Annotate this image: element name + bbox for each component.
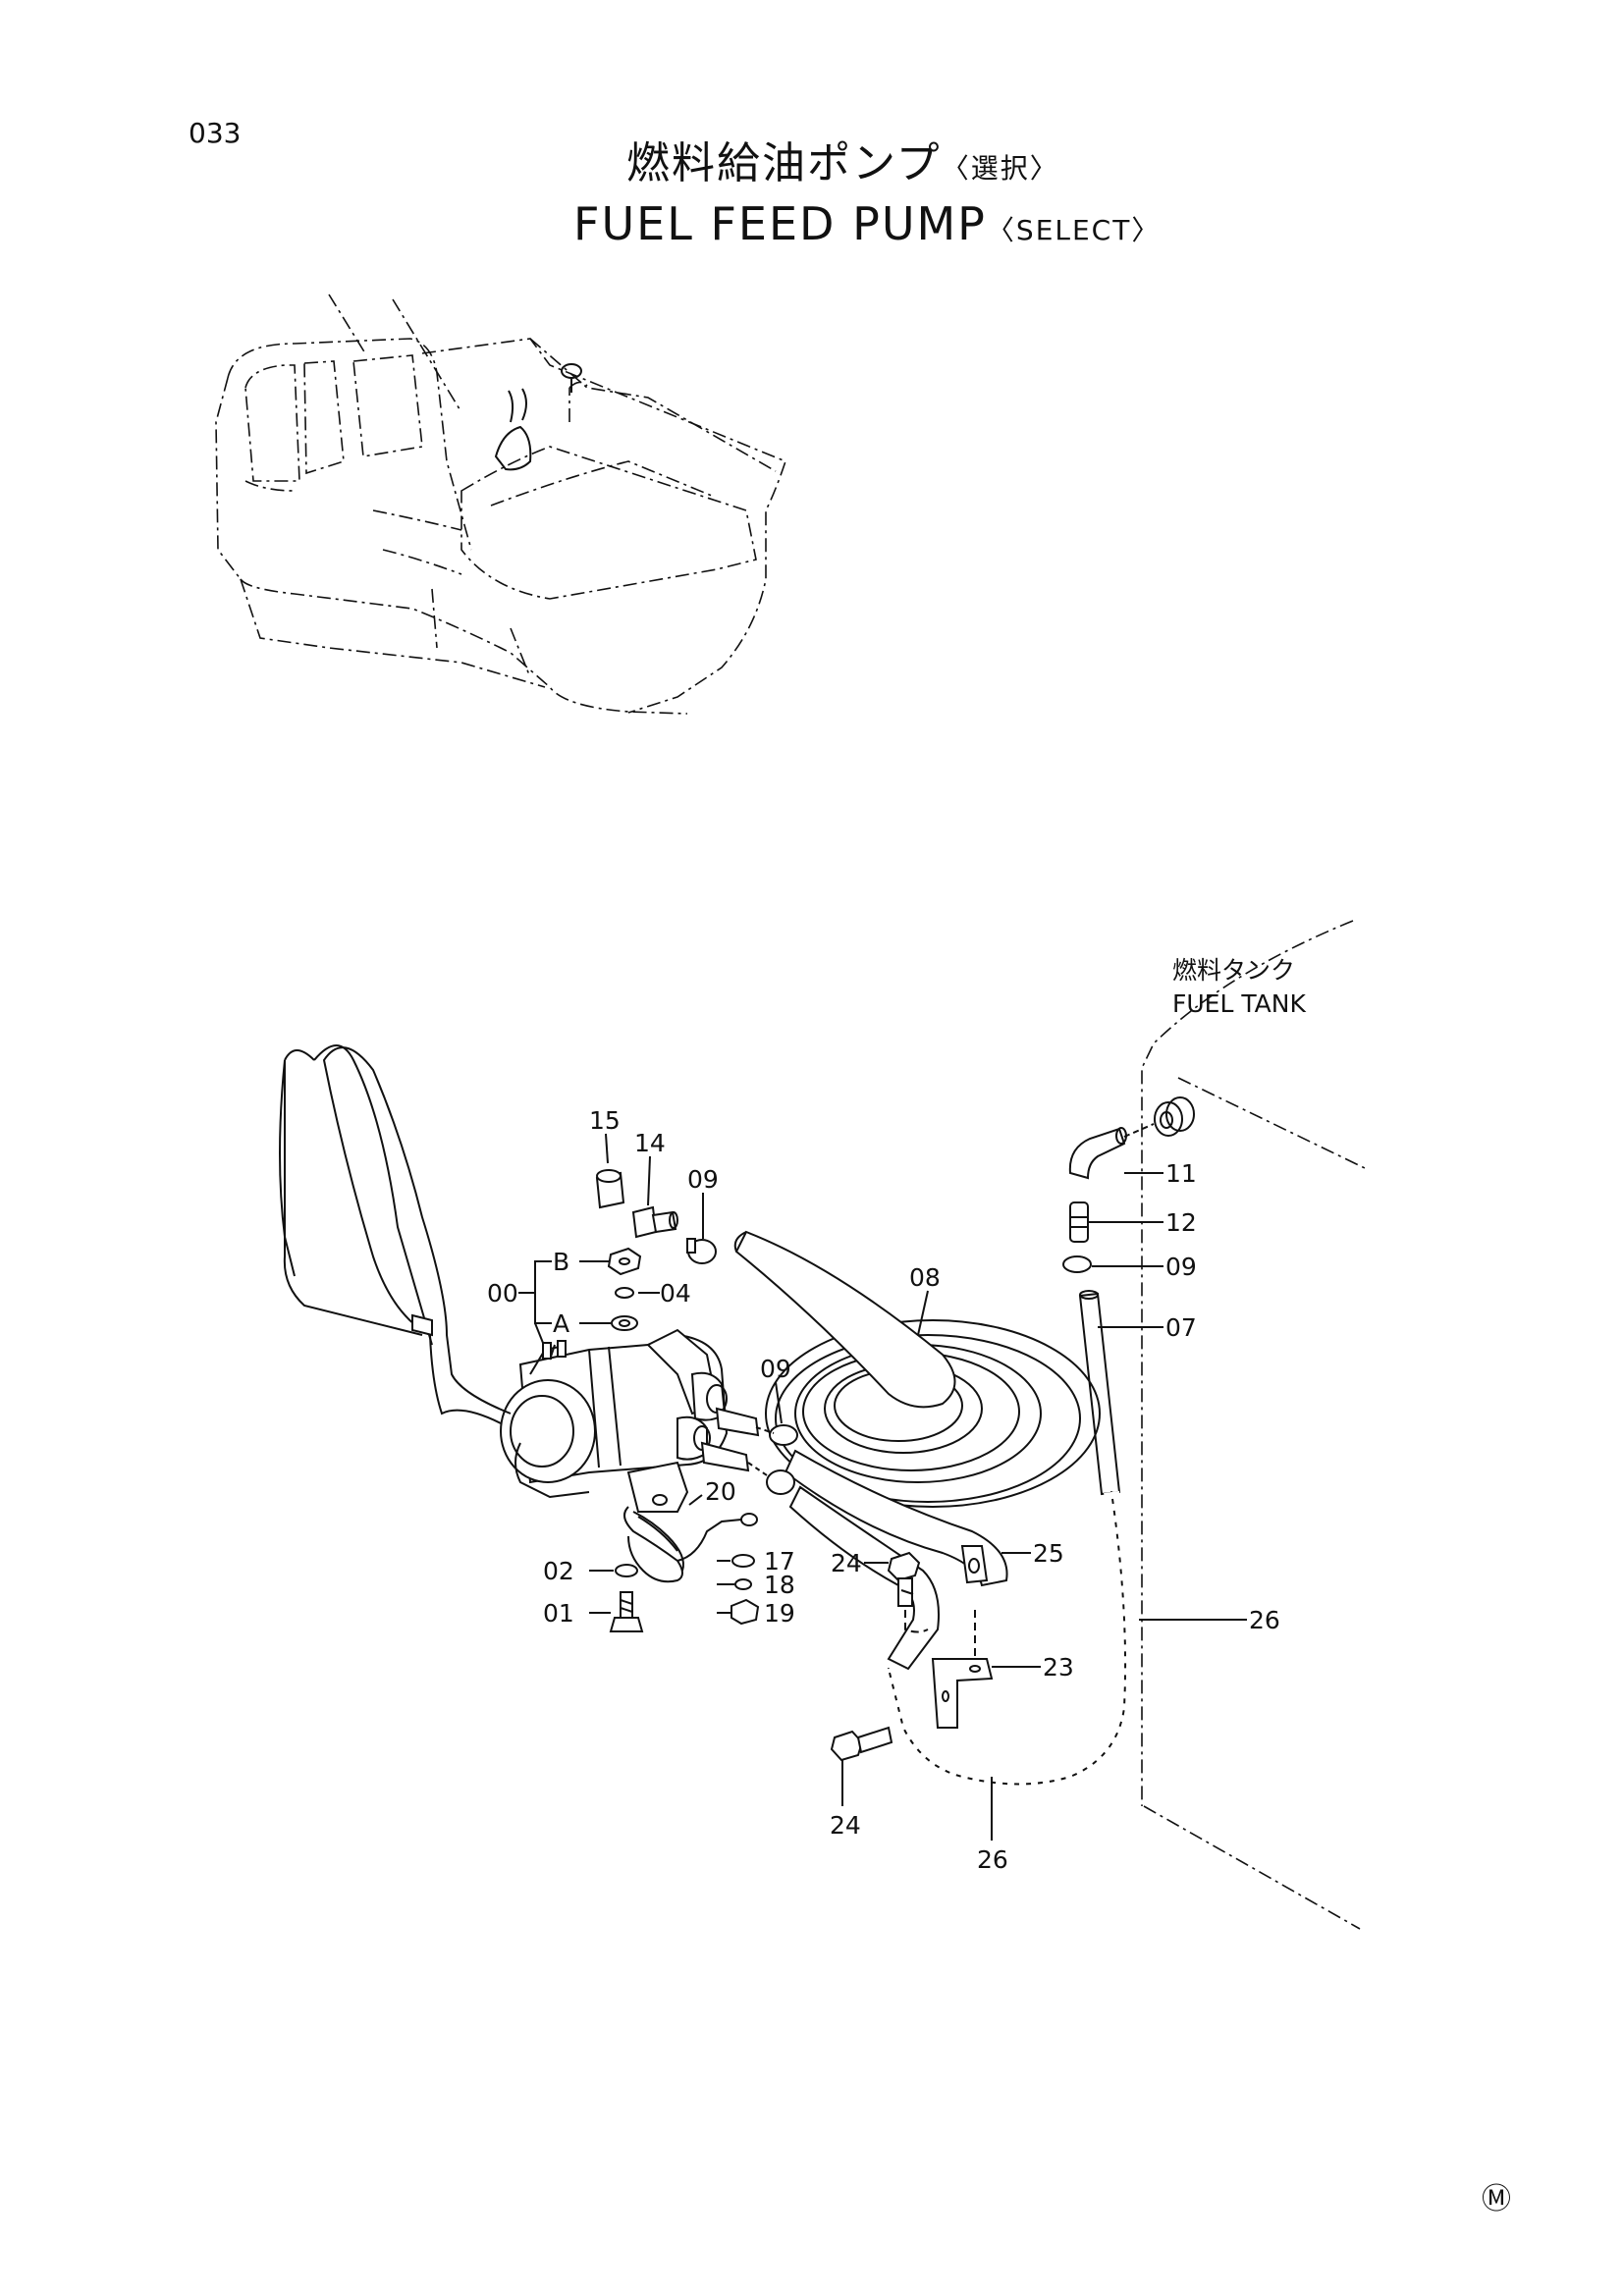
callout-09-right: 09 <box>1165 1253 1197 1281</box>
callout-09-mid: 09 <box>760 1355 791 1383</box>
fuel-tank-label-en: FUEL TANK <box>1172 989 1306 1018</box>
callout-00: 00 <box>487 1279 518 1308</box>
part-14-nipple <box>631 1205 678 1239</box>
callout-15: 15 <box>589 1106 621 1135</box>
excavator-outline <box>215 294 786 715</box>
callout-24-lower: 24 <box>830 1811 861 1840</box>
part-09-clamp-mid <box>747 1424 798 1495</box>
part-25-clip <box>960 1545 989 1584</box>
part-09-clamp-top <box>686 1238 717 1264</box>
part-b-nut <box>607 1247 642 1276</box>
fuel-tank-outline <box>1141 920 1366 1930</box>
page-number: 033 <box>189 117 242 149</box>
callout-17: 17 <box>764 1547 795 1575</box>
callout-25: 25 <box>1033 1539 1064 1568</box>
part-09-clamp-right <box>1062 1255 1092 1273</box>
title-japanese-select: 〈選択〉 <box>941 152 1059 185</box>
title-japanese-text: 燃料給油ポンプ <box>626 138 942 188</box>
callout-08: 08 <box>909 1263 941 1292</box>
part-07-hose <box>1078 1290 1121 1496</box>
title-english-text: FUEL FEED PUMP <box>573 197 987 250</box>
callout-12: 12 <box>1165 1208 1197 1237</box>
callout-labels: 15 14 09 B 00 04 A 08 09 11 12 09 07 20 … <box>487 1106 1280 1874</box>
pump-assembly <box>500 1328 760 1513</box>
part-17-washer <box>731 1554 755 1568</box>
callout-01: 01 <box>543 1599 574 1628</box>
title-english-select: 〈SELECT〉 <box>986 214 1162 246</box>
callout-02: 02 <box>543 1557 574 1585</box>
part-a-washer <box>611 1315 638 1331</box>
callout-b: B <box>553 1248 569 1276</box>
part-23-bracket <box>931 1610 994 1729</box>
callout-a: A <box>553 1309 569 1338</box>
callout-23: 23 <box>1043 1653 1074 1682</box>
callout-20: 20 <box>705 1477 736 1506</box>
callout-24-upper: 24 <box>831 1549 862 1577</box>
part-02-washer <box>615 1564 638 1577</box>
callout-07: 07 <box>1165 1313 1197 1342</box>
part-24-bolt-lower <box>830 1726 893 1762</box>
fuel-tank-label-jp: 燃料タンク <box>1172 956 1296 985</box>
part-18-lock-washer <box>734 1578 752 1590</box>
callout-04: 04 <box>660 1279 691 1308</box>
callout-19: 19 <box>764 1599 795 1628</box>
part-20-wire-bundle <box>623 1506 758 1583</box>
part-12-connector <box>1069 1201 1089 1243</box>
part-19-nut <box>730 1598 760 1626</box>
callout-11: 11 <box>1165 1159 1197 1188</box>
title-english: FUEL FEED PUMP〈SELECT〉 <box>573 201 1161 246</box>
power-cable <box>279 1044 590 1499</box>
part-08-coiled-hose <box>733 1230 1101 1671</box>
callout-26-right: 26 <box>1249 1606 1280 1634</box>
leader-lines <box>518 1133 1247 1841</box>
tank-port <box>1154 1096 1195 1137</box>
part-15-cap <box>595 1169 625 1209</box>
part-24-bolt-upper <box>887 1551 929 1633</box>
title-japanese: 燃料給油ポンプ〈選択〉 <box>626 142 1059 186</box>
callout-09-top: 09 <box>687 1165 719 1194</box>
part-01-bolt <box>609 1591 644 1632</box>
callout-26-bottom: 26 <box>977 1845 1008 1874</box>
callout-14: 14 <box>634 1129 666 1157</box>
part-11-elbow <box>1068 1123 1155 1180</box>
callout-18: 18 <box>764 1571 795 1599</box>
part-26-spiral-guard <box>881 1490 1134 1792</box>
maker-mark: Ⓜ <box>1482 2182 1511 2216</box>
part-04-lock-washer <box>615 1287 634 1299</box>
